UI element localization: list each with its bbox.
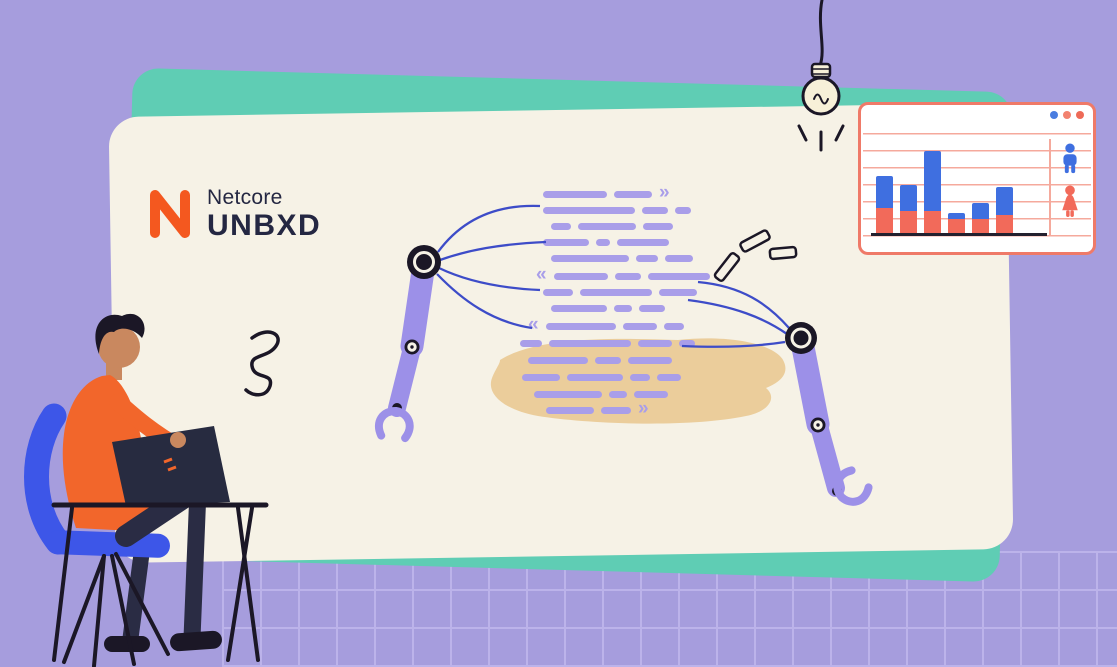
chart-bar bbox=[924, 151, 941, 233]
bar-segment-red bbox=[948, 219, 965, 233]
highlight-scribble bbox=[490, 338, 786, 424]
laptop bbox=[112, 426, 230, 506]
audience-icons bbox=[1049, 139, 1089, 236]
bar-segment-blue bbox=[876, 176, 893, 208]
window-dot bbox=[1076, 111, 1084, 119]
bar-segment-red bbox=[924, 211, 941, 233]
male-person-icon bbox=[1063, 143, 1077, 174]
window-dot bbox=[1050, 111, 1058, 119]
netcore-n-icon bbox=[150, 189, 190, 238]
bar-segment-blue bbox=[972, 203, 989, 219]
chart-bar bbox=[876, 176, 893, 233]
logo-text: Netcore UNBXD bbox=[207, 186, 321, 242]
laptop-logo-marks bbox=[163, 457, 177, 472]
product-name: UNBXD bbox=[207, 209, 322, 242]
window-dot bbox=[1063, 111, 1071, 119]
chart-bar bbox=[996, 187, 1013, 233]
shin bbox=[183, 481, 207, 647]
hand bbox=[170, 432, 186, 448]
hair bbox=[95, 313, 145, 354]
bar-segment-blue bbox=[924, 151, 941, 211]
brand-name: Netcore bbox=[207, 186, 283, 209]
front-shoe bbox=[170, 630, 222, 652]
chair-back bbox=[24, 403, 71, 555]
window-dots bbox=[1050, 111, 1084, 119]
bar-segment-blue bbox=[996, 187, 1013, 215]
chart-bar bbox=[972, 203, 989, 233]
chart-bar bbox=[900, 185, 917, 233]
pendant-cord bbox=[818, 0, 824, 68]
bar-segment-blue bbox=[948, 213, 965, 219]
bar-segment-red bbox=[900, 211, 917, 233]
head bbox=[98, 326, 140, 368]
female-person-icon bbox=[1062, 185, 1078, 218]
bar-segment-red bbox=[972, 219, 989, 233]
chair-seat bbox=[46, 530, 170, 558]
desk-legs bbox=[52, 506, 260, 662]
bar-segment-blue bbox=[900, 185, 917, 211]
back-shoe bbox=[104, 636, 150, 652]
scribble-patch bbox=[490, 338, 786, 424]
bulb-socket bbox=[810, 62, 832, 79]
analytics-window bbox=[858, 102, 1096, 255]
logo-n-stroke bbox=[150, 189, 190, 238]
mini-bar-chart bbox=[871, 141, 1047, 236]
netcore-unbxd-logo: Netcore UNBXD bbox=[146, 186, 321, 242]
chart-bar bbox=[948, 213, 965, 233]
bar-segment-red bbox=[876, 208, 893, 233]
bar-segment-red bbox=[996, 215, 1013, 233]
chair-legs bbox=[62, 552, 170, 667]
person-at-desk bbox=[24, 313, 269, 667]
